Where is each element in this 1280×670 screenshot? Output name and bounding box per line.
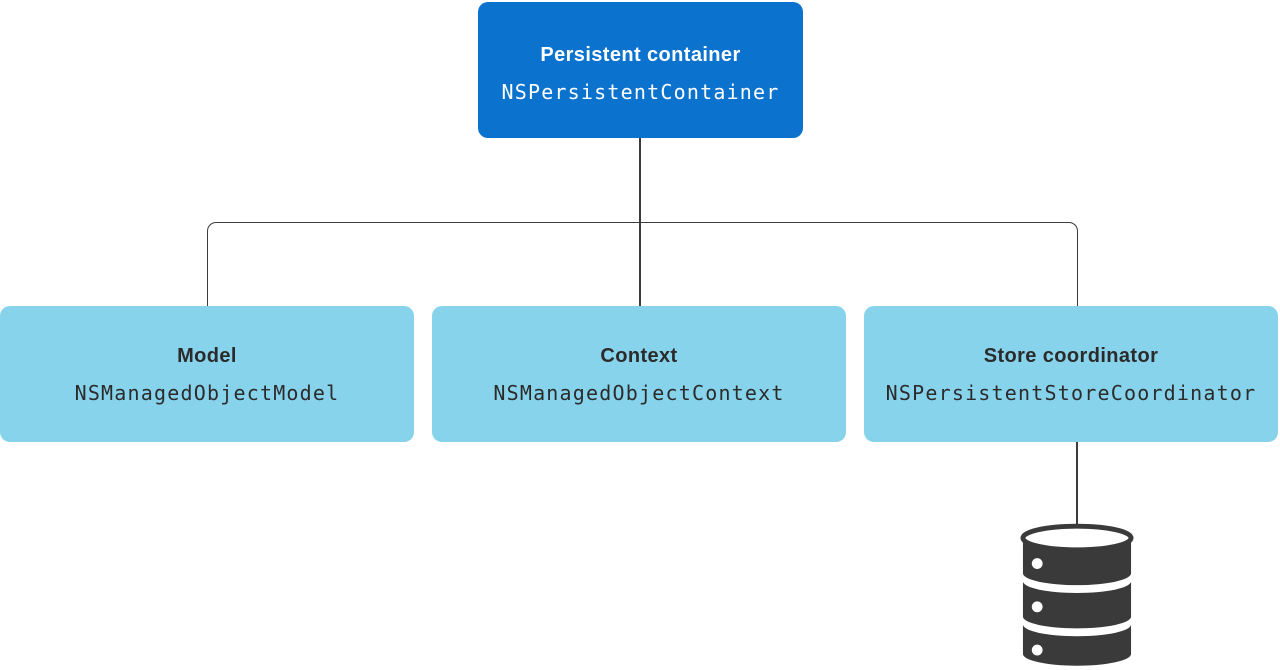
node-store-coordinator: Store coordinator NSPersistentStoreCoord… [864, 306, 1278, 442]
connector-branch-bracket [206, 222, 1078, 306]
database-icon [1020, 523, 1134, 666]
node-persistent-container: Persistent container NSPersistentContain… [478, 2, 803, 138]
node-title: Context [600, 344, 678, 367]
node-class-name: NSPersistentStoreCoordinator [885, 380, 1257, 405]
node-title: Store coordinator [983, 344, 1159, 367]
node-class-name: NSManagedObjectModel [74, 380, 340, 405]
connector-store-to-database [1076, 442, 1078, 526]
node-class-name: NSPersistentContainer [501, 80, 780, 104]
node-model: Model NSManagedObjectModel [0, 306, 414, 442]
node-context: Context NSManagedObjectContext [432, 306, 846, 442]
node-title: Model [177, 344, 237, 367]
node-title: Persistent container [540, 44, 741, 66]
node-class-name: NSManagedObjectContext [493, 380, 785, 405]
